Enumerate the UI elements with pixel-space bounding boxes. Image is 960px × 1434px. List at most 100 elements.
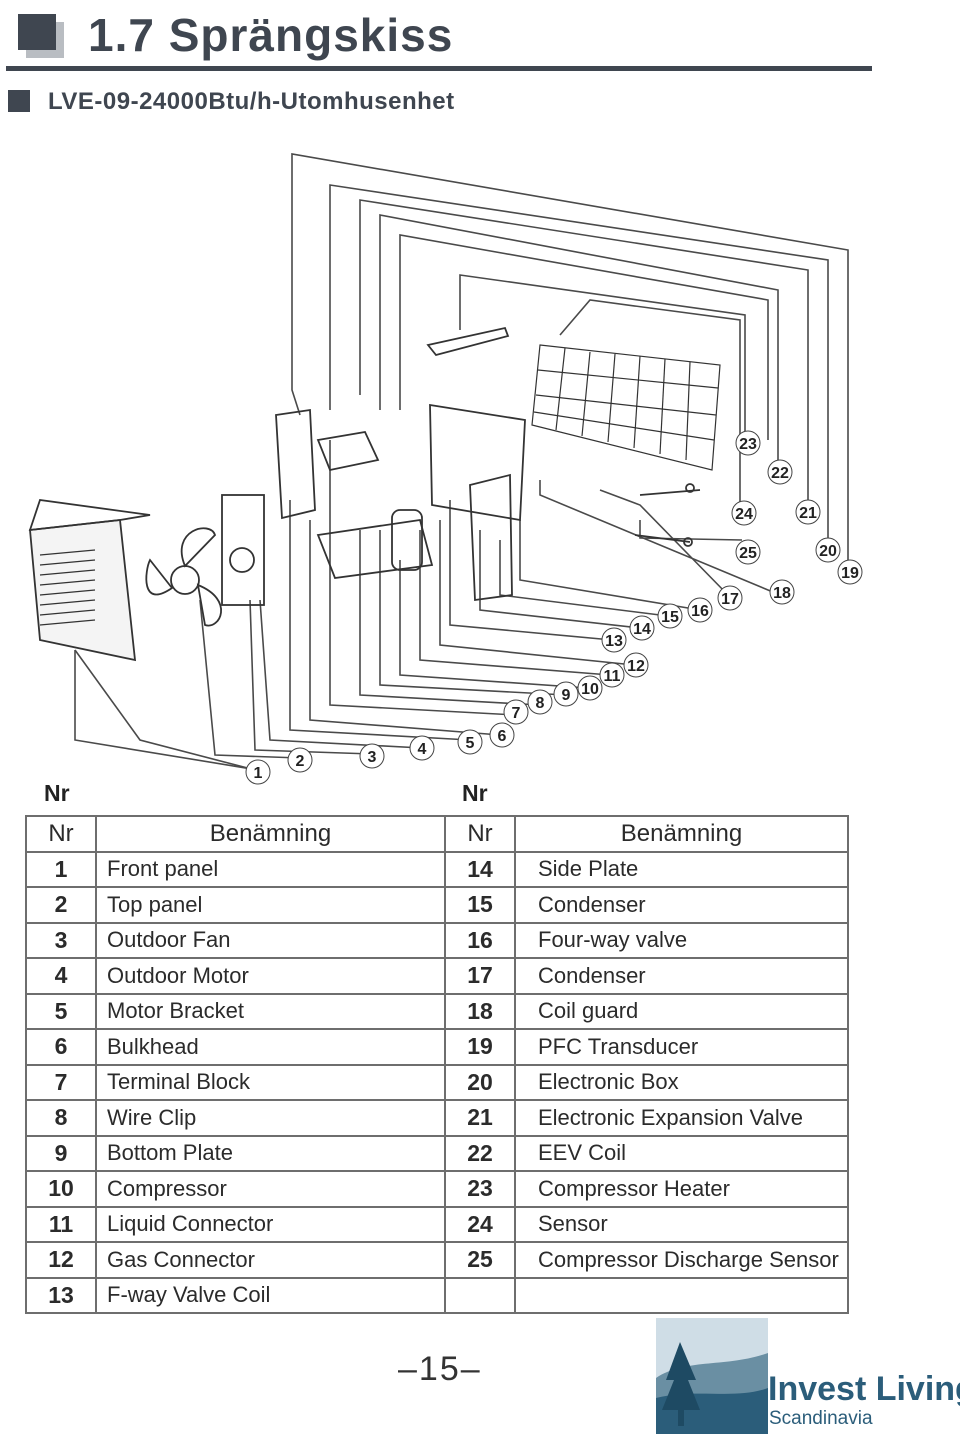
- part-name: F-way Valve Coil: [95, 1276, 446, 1314]
- callout-9: 9: [553, 681, 579, 707]
- tree-icon: [662, 1342, 700, 1426]
- part-number: 23: [444, 1170, 516, 1208]
- part-number: 20: [444, 1063, 516, 1101]
- svg-text:18: 18: [773, 585, 791, 602]
- invest-living-logo: Invest Living Scandinavia: [656, 1318, 960, 1434]
- part-number: 19: [444, 1028, 516, 1066]
- part-name: Electronic Box: [514, 1063, 849, 1101]
- callout-2: 2: [287, 747, 313, 773]
- callout-12: 12: [623, 652, 649, 678]
- header-nr: Nr: [444, 815, 516, 853]
- svg-text:22: 22: [771, 465, 789, 482]
- part-name: Compressor: [95, 1170, 446, 1208]
- part-number: 6: [25, 1028, 97, 1066]
- callout-5: 5: [457, 729, 483, 755]
- part-number: 5: [25, 992, 97, 1030]
- svg-text:3: 3: [368, 749, 377, 766]
- part-number: [444, 1276, 516, 1314]
- svg-text:1: 1: [254, 765, 263, 782]
- part-name: Motor Bracket: [95, 992, 446, 1030]
- callout-16: 16: [687, 597, 713, 623]
- part-number: 7: [25, 1063, 97, 1101]
- svg-text:21: 21: [799, 505, 817, 522]
- leader-lines: [74, 153, 849, 771]
- callout-24: 24: [731, 500, 757, 526]
- svg-text:23: 23: [739, 436, 757, 453]
- callout-23: 23: [735, 430, 761, 456]
- part-name: Condenser: [514, 886, 849, 924]
- part-number: 14: [444, 850, 516, 888]
- callout-3: 3: [359, 743, 385, 769]
- svg-text:8: 8: [536, 695, 545, 712]
- part-number: 3: [25, 921, 97, 959]
- callout-15: 15: [657, 603, 683, 629]
- part-number: 15: [444, 886, 516, 924]
- part-number: 9: [25, 1134, 97, 1172]
- part-number: 21: [444, 1099, 516, 1137]
- callout-17: 17: [717, 585, 743, 611]
- callout-21: 21: [795, 499, 821, 525]
- part-name: Compressor Heater: [514, 1170, 849, 1208]
- part-number: 25: [444, 1241, 516, 1279]
- component-shapes: [28, 326, 721, 662]
- part-number: 16: [444, 921, 516, 959]
- table-header-row: Nr Benämning Nr Benämning: [25, 815, 849, 853]
- outer-header-nr-left: Nr: [44, 780, 70, 806]
- svg-text:6: 6: [498, 728, 507, 745]
- page-number: –15–: [398, 1350, 482, 1388]
- part-name: Bottom Plate: [95, 1134, 446, 1172]
- svg-text:15: 15: [661, 609, 679, 626]
- logo-tagline: Scandinavia: [769, 1408, 873, 1429]
- svg-text:13: 13: [605, 633, 623, 650]
- part-number: 22: [444, 1134, 516, 1172]
- part-name: Bulkhead: [95, 1028, 446, 1066]
- subtitle-square-icon: [8, 90, 30, 112]
- part-name: [514, 1276, 849, 1314]
- part-name: Top panel: [95, 886, 446, 924]
- header-name: Benämning: [95, 815, 446, 853]
- svg-text:19: 19: [841, 565, 859, 582]
- part-name: Condenser: [514, 957, 849, 995]
- svg-text:17: 17: [721, 591, 739, 608]
- callout-8: 8: [527, 689, 553, 715]
- part-name: Coil guard: [514, 992, 849, 1030]
- page-subtitle: LVE-09-24000Btu/h-Utomhusenhet: [48, 88, 455, 115]
- part-number: 17: [444, 957, 516, 995]
- svg-text:20: 20: [819, 543, 837, 560]
- callout-6: 6: [489, 722, 515, 748]
- outer-header-nr-right: Nr: [462, 780, 488, 806]
- svg-text:11: 11: [604, 668, 621, 685]
- part-number: 1: [25, 850, 97, 888]
- part-number: 24: [444, 1205, 516, 1243]
- part-number: 4: [25, 957, 97, 995]
- title-divider: [6, 66, 872, 71]
- svg-text:7: 7: [512, 705, 521, 722]
- callout-7: 7: [503, 699, 529, 725]
- callout-10: 10: [577, 675, 603, 701]
- callout-11: 11: [599, 662, 625, 688]
- part-name: Sensor: [514, 1205, 849, 1243]
- header-name: Benämning: [514, 815, 849, 853]
- part-name: Wire Clip: [95, 1099, 446, 1137]
- part-name: Compressor Discharge Sensor: [514, 1241, 849, 1279]
- page-title: 1.7 Sprängskiss: [88, 9, 454, 61]
- svg-text:14: 14: [633, 621, 651, 638]
- callout-13: 13: [601, 627, 627, 653]
- svg-text:5: 5: [466, 735, 475, 752]
- part-name: Liquid Connector: [95, 1205, 446, 1243]
- callout-22: 22: [767, 459, 793, 485]
- part-number: 13: [25, 1276, 97, 1314]
- part-number: 12: [25, 1241, 97, 1279]
- part-number: 18: [444, 992, 516, 1030]
- part-name: Gas Connector: [95, 1241, 446, 1279]
